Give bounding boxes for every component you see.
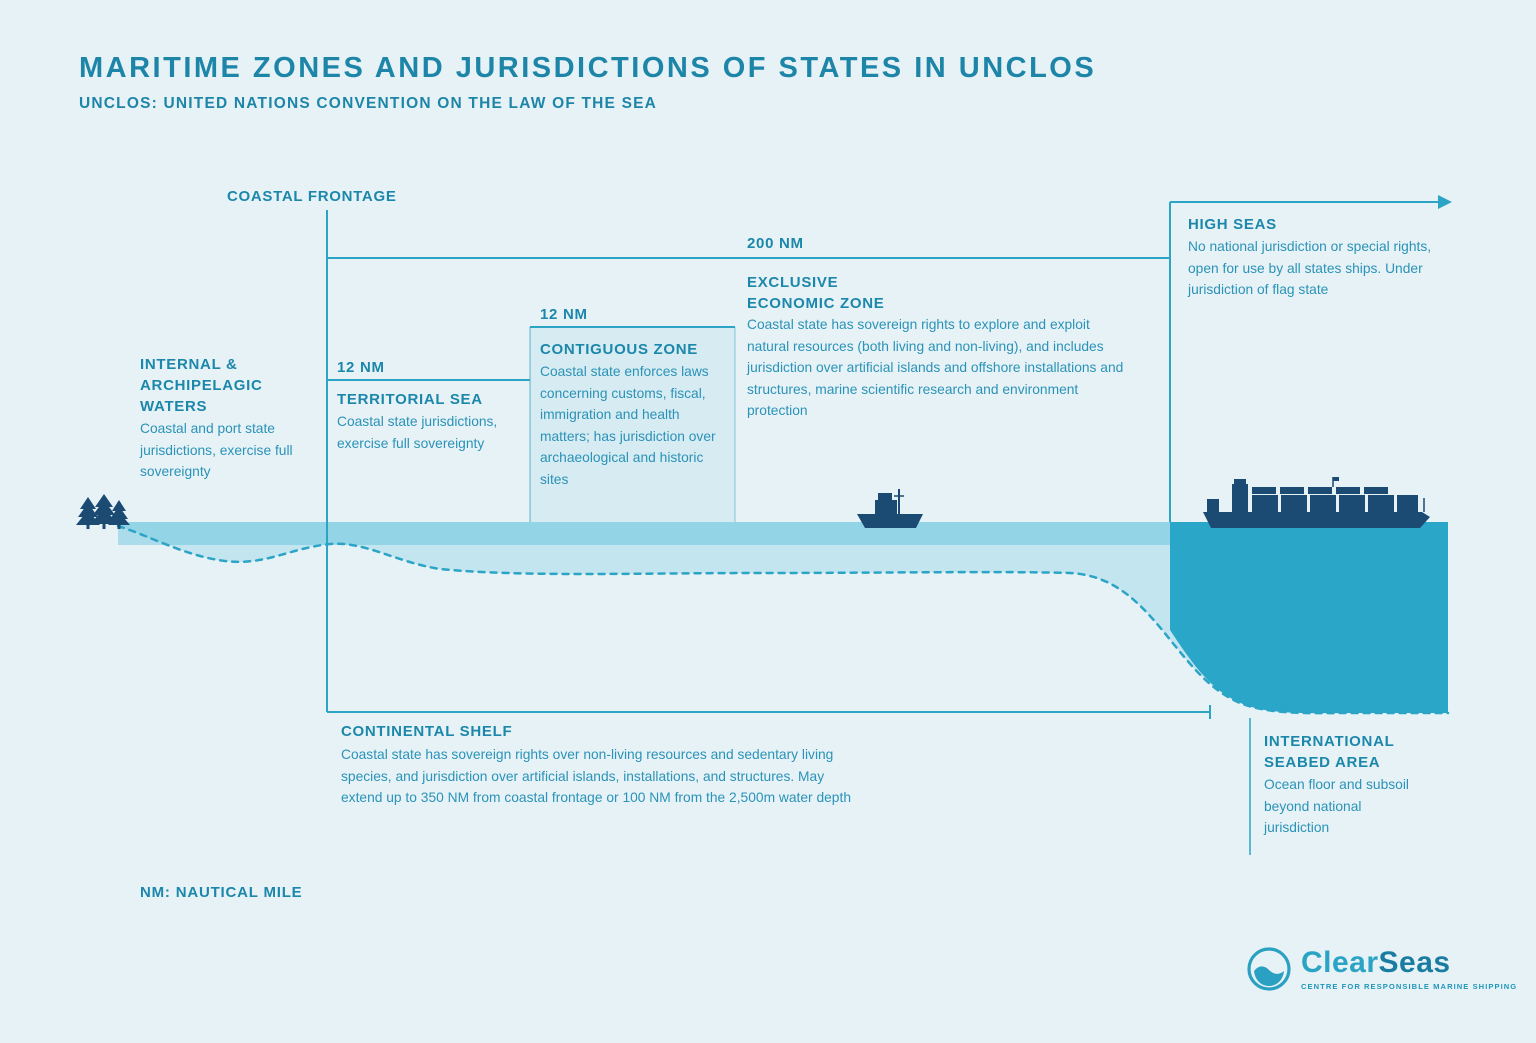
trees-icon <box>76 494 130 529</box>
nautical-mile-footnote: NM: NAUTICAL MILE <box>140 884 303 901</box>
seabed-contour-line <box>116 524 1450 715</box>
international-seabed-body: Ocean floor and subsoil beyond national … <box>1264 777 1409 835</box>
eez-body: Coastal state has sovereign rights to ex… <box>747 317 1124 418</box>
eez-heading: EXCLUSIVE ECONOMIC ZONE <box>747 274 885 312</box>
internal-waters-body: Coastal and port state jurisdictions, ex… <box>140 421 293 479</box>
territorial-sea-distance: 12 NM <box>337 359 385 376</box>
logo-name-part1: Clear <box>1301 946 1379 979</box>
cargo-ship-icon <box>1203 477 1430 528</box>
territorial-sea-body: Coastal state jurisdictions, exercise fu… <box>337 414 498 451</box>
international-seabed-heading: INTERNATIONAL SEABED AREA <box>1264 733 1395 771</box>
clearseas-logo-name: ClearSeas <box>1301 947 1517 979</box>
underwater-area <box>118 522 1448 714</box>
high-seas-heading: HIGH SEAS <box>1188 216 1277 233</box>
continental-shelf-body: Coastal state has sovereign rights over … <box>341 747 851 805</box>
coastal-frontage-label: COASTAL FRONTAGE <box>227 188 397 205</box>
eez-distance: 200 NM <box>747 235 804 252</box>
territorial-sea-heading: TERRITORIAL SEA <box>337 391 483 408</box>
ship-icon <box>857 489 923 528</box>
measurement-lines <box>326 201 1438 855</box>
continental-shelf-heading: CONTINENTAL SHELF <box>341 723 513 740</box>
contiguous-zone-heading: CONTIGUOUS ZONE <box>540 341 699 358</box>
clearseas-logo-tagline: CENTRE FOR RESPONSIBLE MARINE SHIPPING <box>1301 982 1518 991</box>
contiguous-zone-band <box>529 327 736 522</box>
deep-water-area <box>1170 522 1448 714</box>
internal-waters-heading: INTERNAL & ARCHIPELAGIC WATERS <box>140 356 263 415</box>
high-seas-arrowhead-icon <box>1438 195 1452 209</box>
water-surface-band <box>118 522 1448 545</box>
contiguous-zone-distance: 12 NM <box>540 306 588 323</box>
clearseas-logo: ClearSeas CENTRE FOR RESPONSIBLE MARINE … <box>1245 945 1517 993</box>
contiguous-zone-body: Coastal state enforces laws concerning c… <box>540 364 716 487</box>
clearseas-logo-icon <box>1247 947 1291 991</box>
high-seas-body: No national jurisdiction or special righ… <box>1188 239 1432 297</box>
page-subtitle: UNCLOS: UNITED NATIONS CONVENTION ON THE… <box>79 95 658 112</box>
page-title: MARITIME ZONES AND JURISDICTIONS OF STAT… <box>79 52 1097 84</box>
logo-name-part2: Seas <box>1378 946 1451 979</box>
